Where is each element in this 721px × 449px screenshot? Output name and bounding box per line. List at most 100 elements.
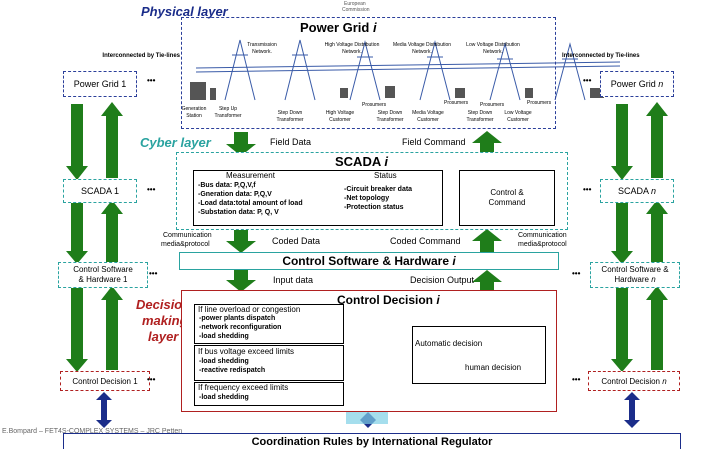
dots-8: ••• bbox=[572, 375, 581, 384]
comm-left-1: Communication bbox=[163, 232, 212, 239]
right-control-decision-box: Control Decision n bbox=[588, 371, 680, 391]
rule-block-1-item-2: -network reconfiguration bbox=[199, 324, 282, 331]
csh-i-title: Control Software & Hardware i bbox=[282, 254, 456, 268]
left-scada-box: SCADA 1 bbox=[63, 179, 137, 203]
grid-bottom-label-8: Low Voltage Customer bbox=[504, 110, 532, 123]
control-command-label-2: Command bbox=[488, 198, 526, 207]
prosumers-4: Prosumers bbox=[527, 100, 552, 106]
prosumers-2: Prosumers bbox=[444, 100, 469, 106]
decision-layer-label-3: layer bbox=[148, 329, 179, 344]
grid-top-label-2: High Voltage Distribution Network. bbox=[324, 42, 380, 55]
grid-bottom-label-6: Media Voltage Customer bbox=[412, 110, 444, 123]
rule-block-2-item-2: -reactive redispatch bbox=[199, 367, 266, 374]
control-command-label-1: Control & bbox=[490, 188, 524, 197]
left-control-decision-box: Control Decision 1 bbox=[60, 371, 150, 391]
comm-right-1: Communication bbox=[518, 232, 567, 239]
power-grid-i-title: Power Grid i bbox=[300, 20, 377, 35]
meas-item-1: -Bus data: P,Q,V,f bbox=[198, 182, 256, 189]
input-data-label: Input data bbox=[273, 275, 314, 285]
field-command-label: Field Command bbox=[402, 137, 466, 147]
rule-block-3: If frequency exceed limits -load sheddin… bbox=[194, 382, 344, 406]
power-grid-i-box: Power Grid i Transmission Network. High … bbox=[181, 17, 556, 129]
grid-illustration bbox=[195, 39, 621, 101]
rule-block-3-header: If frequency exceed limits bbox=[198, 383, 289, 392]
status-item-1: -Circuit breaker data bbox=[344, 186, 413, 193]
dots-5: ••• bbox=[583, 76, 592, 85]
right-power-grid-box: Power Grid n bbox=[600, 71, 674, 97]
grid-bottom-label-4: High Voltage Customer bbox=[325, 110, 355, 123]
tie-lines-right: Interconnected by Tie-lines bbox=[562, 53, 640, 59]
control-command-box: Control & Command bbox=[459, 170, 555, 226]
prosumers-3: Prosumers bbox=[480, 102, 505, 108]
comm-left-2: media&protocol bbox=[161, 241, 210, 248]
coded-data-label: Coded Data bbox=[272, 236, 321, 246]
physical-layer-label: Physical layer bbox=[141, 4, 228, 19]
grid-bottom-label-1: Generation Station bbox=[181, 106, 207, 119]
dots-3: ••• bbox=[149, 269, 158, 278]
comm-right-2: media&protocol bbox=[518, 241, 567, 248]
status-item-2: -Net topology bbox=[344, 195, 390, 202]
coordination-box: Coordination Rules by International Regu… bbox=[63, 433, 681, 449]
footer-left-text: E.Bompard – FET4S-COMPLEX SYSTEMS – JRC … bbox=[2, 428, 183, 435]
left-scada-label: SCADA 1 bbox=[80, 186, 120, 196]
right-control-decision-label: Control Decision n bbox=[601, 376, 667, 386]
right-arrows bbox=[611, 102, 668, 372]
meas-item-3: -Load data:total amount of load bbox=[198, 200, 303, 207]
auto-human-box: Automatic decision human decision bbox=[412, 326, 546, 384]
field-data-label: Field Data bbox=[270, 137, 312, 147]
scada-i-box: SCADA i Measurement Status -Bus data: P,… bbox=[176, 152, 568, 230]
dots-4: ••• bbox=[147, 375, 156, 384]
eu-logo: European Commission bbox=[330, 0, 388, 14]
rule-block-1: If line overload or congestion -power pl… bbox=[194, 304, 344, 344]
measurement-box: Measurement Status -Bus data: P,Q,V,f -G… bbox=[193, 170, 443, 226]
rule-block-1-item-3: -load shedding bbox=[199, 333, 249, 340]
control-decision-i-box: Control Decision i If line overload or c… bbox=[181, 290, 557, 412]
coded-command-label: Coded Command bbox=[390, 236, 461, 246]
small-cyan-box bbox=[346, 412, 388, 424]
left-arrows bbox=[66, 102, 123, 372]
logo-line1: European bbox=[344, 1, 366, 7]
rule-block-3-item-1: -load shedding bbox=[199, 394, 249, 401]
dots-6: ••• bbox=[583, 185, 592, 194]
status-header: Status bbox=[374, 171, 397, 180]
human-decision-label: human decision bbox=[465, 363, 522, 372]
left-csh-label-1: Control Software bbox=[73, 265, 133, 274]
prosumers-1: Prosumers bbox=[362, 102, 387, 108]
grid-bottom-label-2: Step Up Transformer bbox=[214, 106, 242, 119]
scada-i-title: SCADA i bbox=[335, 154, 388, 169]
dots-7: ••• bbox=[572, 269, 581, 278]
measurement-header: Measurement bbox=[226, 171, 275, 180]
coordination-label: Coordination Rules by International Regu… bbox=[251, 435, 493, 448]
right-csh-box: Control Software & Hardware n bbox=[590, 262, 680, 288]
csh-i-box: Control Software & Hardware i bbox=[179, 252, 559, 270]
grid-top-label-1: Transmission Network. bbox=[247, 42, 277, 55]
grid-bottom-label-3: Step Down Transformer bbox=[276, 110, 304, 123]
grid-top-label-4: Low Voltage Distribution Network. bbox=[466, 42, 520, 55]
rule-block-1-item-1: -power plants dispatch bbox=[199, 315, 276, 322]
meas-item-2: -Gneration data: P,Q,V bbox=[198, 191, 272, 198]
meas-item-4: -Substation data: P, Q, V bbox=[198, 209, 279, 216]
rule-block-2-header: If bus voltage exceed limits bbox=[198, 347, 295, 356]
left-csh-label-2: & Hardware 1 bbox=[78, 275, 128, 284]
dots-2: ••• bbox=[147, 185, 156, 194]
cyber-layer-label: Cyber layer bbox=[140, 135, 211, 150]
dots-1: ••• bbox=[147, 76, 156, 85]
left-power-grid-label: Power Grid 1 bbox=[73, 79, 127, 89]
left-control-decision-label: Control Decision 1 bbox=[72, 376, 138, 386]
status-item-3: -Protection status bbox=[344, 204, 404, 211]
right-scada-label: SCADA n bbox=[617, 186, 657, 196]
automatic-decision-label: Automatic decision bbox=[415, 339, 483, 348]
right-scada-box: SCADA n bbox=[600, 179, 674, 203]
tie-lines-left: Interconnected by Tie-lines bbox=[102, 53, 180, 59]
right-csh-label-2: Hardware n bbox=[614, 275, 656, 284]
rule-block-2-item-1: -load shedding bbox=[199, 358, 249, 365]
logo-line2: Commission bbox=[342, 7, 370, 13]
right-csh-label-1: Control Software & bbox=[601, 265, 669, 274]
left-csh-box: Control Software & Hardware 1 bbox=[58, 262, 148, 288]
decision-layer-label-2: making bbox=[142, 313, 188, 328]
grid-top-label-3: Media Voltage Distribution Network. bbox=[392, 42, 452, 55]
right-power-grid-label: Power Grid n bbox=[610, 79, 664, 89]
decision-output-label: Decision Output bbox=[410, 275, 475, 285]
decision-layer-label-1: Decision bbox=[136, 297, 191, 312]
